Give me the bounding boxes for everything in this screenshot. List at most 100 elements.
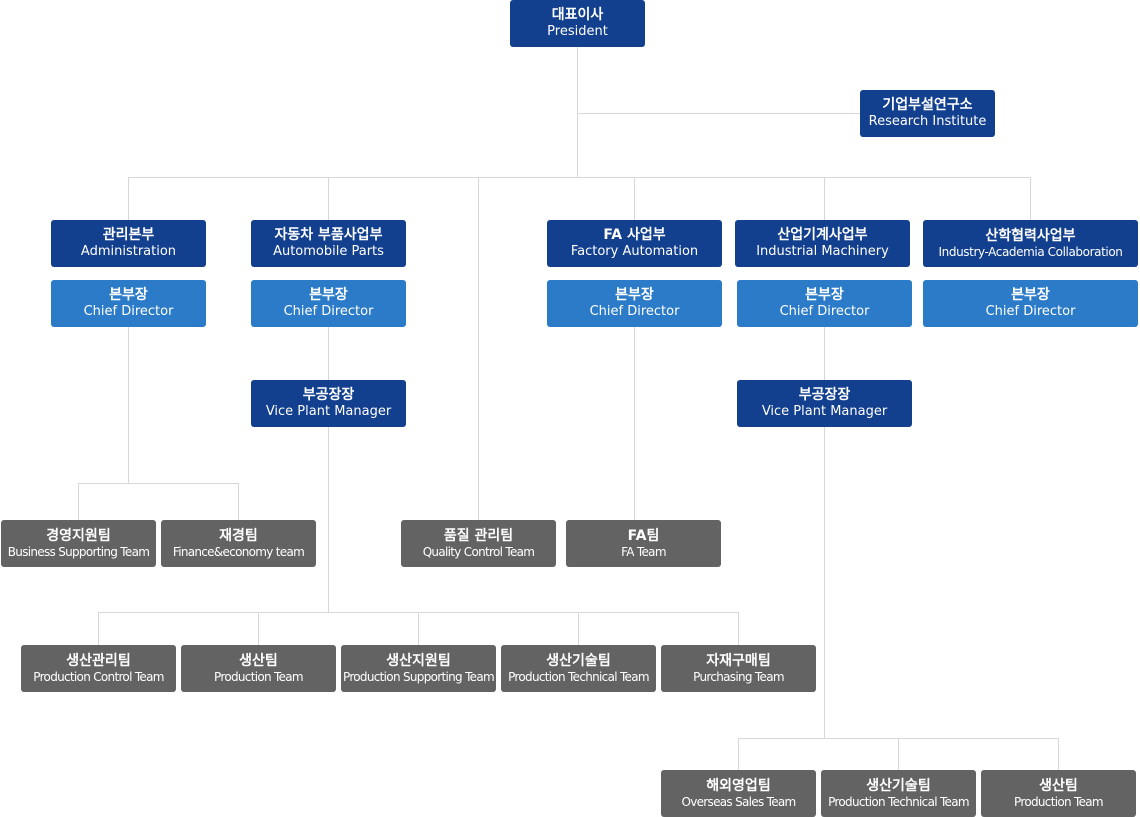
team-label-en: Production Technical Team: [508, 669, 649, 684]
chief-director-label-en: Chief Director: [779, 304, 870, 320]
connector-line: [634, 327, 635, 520]
connector-line: [738, 612, 739, 645]
connector-line: [128, 177, 1031, 178]
vice-plant-manager-automobile[interactable]: 부공장장 Vice Plant Manager: [251, 380, 406, 427]
team-production[interactable]: 생산팀 Production Team: [181, 645, 336, 692]
connector-line: [634, 177, 635, 220]
team-label-en: Overseas Sales Team: [681, 794, 796, 809]
division-label-en: Automobile Parts: [273, 244, 384, 260]
team-label-en: Business Supporting Team: [7, 544, 150, 559]
chief-director-automobile[interactable]: 본부장 Chief Director: [251, 280, 406, 327]
chief-director-label-en: Chief Director: [83, 304, 174, 320]
connector-line: [1030, 177, 1031, 220]
connector-line: [824, 177, 825, 220]
team-finance[interactable]: 재경팀 Finance&economy team: [161, 520, 316, 567]
division-label-ko: 자동차 부품사업부: [274, 227, 383, 244]
team-quality-control[interactable]: 품질 관리팀 Quality Control Team: [401, 520, 556, 567]
division-administration[interactable]: 관리본부 Administration: [51, 220, 206, 267]
vice-plant-manager-label-en: Vice Plant Manager: [761, 404, 888, 420]
connector-line: [577, 47, 578, 178]
division-label-ko: 산학협력사업부: [985, 227, 1076, 244]
president-box[interactable]: 대표이사 President: [510, 0, 645, 47]
division-label-en: Factory Automation: [570, 244, 699, 260]
division-industry-academia[interactable]: 산학협력사업부 Industry-Academia Collaboration: [923, 220, 1138, 267]
team-label-en: Production Control Team: [33, 669, 164, 684]
chief-director-label-ko: 본부장: [109, 287, 148, 304]
chief-director-label-ko: 본부장: [309, 287, 348, 304]
team-label-en: Purchasing Team: [693, 669, 784, 684]
connector-line: [128, 177, 129, 220]
connector-line: [238, 483, 239, 520]
team-label-en: Quality Control Team: [422, 544, 535, 559]
division-industrial-machinery[interactable]: 산업기계사업부 Industrial Machinery: [735, 220, 910, 267]
team-label-en: Finance&economy team: [172, 544, 305, 559]
connector-line: [418, 612, 419, 645]
vice-plant-manager-label-ko: 부공장장: [798, 387, 851, 404]
team-production-control[interactable]: 생산관리팀 Production Control Team: [21, 645, 176, 692]
team-purchasing[interactable]: 자재구매팀 Purchasing Team: [661, 645, 816, 692]
team-fa[interactable]: FA팀 FA Team: [566, 520, 721, 567]
connector-line: [98, 612, 99, 645]
president-label-ko: 대표이사: [551, 7, 604, 24]
chief-director-academia[interactable]: 본부장 Chief Director: [923, 280, 1138, 327]
chief-director-industrial[interactable]: 본부장 Chief Director: [737, 280, 912, 327]
team-production-supporting[interactable]: 생산지원팀 Production Supporting Team: [341, 645, 496, 692]
connector-line: [258, 612, 259, 645]
team-label-ko: 품질 관리팀: [443, 527, 514, 544]
team-label-en: Production Team: [1014, 794, 1104, 809]
team-label-ko: 생산기술팀: [866, 777, 931, 794]
connector-line: [824, 427, 825, 739]
team-label-ko: FA팀: [627, 527, 660, 544]
connector-line: [328, 177, 329, 220]
chief-director-label-ko: 본부장: [805, 287, 844, 304]
division-label-en: Industry-Academia Collaboration: [938, 244, 1123, 259]
chief-director-label-en: Chief Director: [985, 304, 1076, 320]
connector-line: [738, 738, 739, 770]
connector-line: [328, 427, 329, 613]
chief-director-factory[interactable]: 본부장 Chief Director: [547, 280, 722, 327]
chief-director-label-en: Chief Director: [283, 304, 374, 320]
chief-director-administration[interactable]: 본부장 Chief Director: [51, 280, 206, 327]
team-label-en: Production Supporting Team: [343, 669, 495, 684]
connector-line: [824, 327, 825, 380]
team-label-ko: 생산지원팀: [386, 652, 451, 669]
connector-line: [578, 612, 579, 645]
team-production-technical[interactable]: 생산기술팀 Production Technical Team: [501, 645, 656, 692]
team-production-industrial[interactable]: 생산팀 Production Team: [981, 770, 1136, 817]
team-label-ko: 경영지원팀: [46, 527, 111, 544]
division-factory-automation[interactable]: FA 사업부 Factory Automation: [547, 220, 722, 267]
team-business-supporting[interactable]: 경영지원팀 Business Supporting Team: [1, 520, 156, 567]
connector-line: [128, 327, 129, 483]
president-label-en: President: [547, 24, 608, 40]
team-overseas-sales[interactable]: 해외영업팀 Overseas Sales Team: [661, 770, 816, 817]
division-automobile-parts[interactable]: 자동차 부품사업부 Automobile Parts: [251, 220, 406, 267]
division-label-en: Industrial Machinery: [756, 244, 889, 260]
team-label-ko: 생산팀: [1039, 777, 1078, 794]
connector-line: [577, 113, 860, 114]
connector-line: [78, 483, 239, 484]
team-label-ko: 생산팀: [239, 652, 278, 669]
team-label-ko: 해외영업팀: [706, 777, 771, 794]
division-label-ko: 산업기계사업부: [777, 227, 868, 244]
research-label-ko: 기업부설연구소: [882, 97, 973, 114]
research-label-en: Research Institute: [868, 114, 987, 130]
chief-director-label-ko: 본부장: [615, 287, 654, 304]
division-label-en: Administration: [80, 244, 177, 260]
research-institute-box[interactable]: 기업부설연구소 Research Institute: [860, 90, 995, 137]
vice-plant-manager-label-ko: 부공장장: [302, 387, 355, 404]
team-label-ko: 생산기술팀: [546, 652, 611, 669]
team-label-en: Production Technical Team: [828, 794, 969, 809]
division-label-ko: 관리본부: [102, 227, 155, 244]
connector-line: [898, 738, 899, 770]
connector-line: [478, 177, 479, 520]
team-label-en: Production Team: [214, 669, 304, 684]
team-label-ko: 자재구매팀: [706, 652, 771, 669]
vice-plant-manager-industrial[interactable]: 부공장장 Vice Plant Manager: [737, 380, 912, 427]
team-production-technical-industrial[interactable]: 생산기술팀 Production Technical Team: [821, 770, 976, 817]
team-label-ko: 재경팀: [219, 527, 258, 544]
vice-plant-manager-label-en: Vice Plant Manager: [265, 404, 392, 420]
team-label-en: FA Team: [621, 544, 666, 559]
connector-line: [328, 327, 329, 380]
chief-director-label-en: Chief Director: [589, 304, 680, 320]
